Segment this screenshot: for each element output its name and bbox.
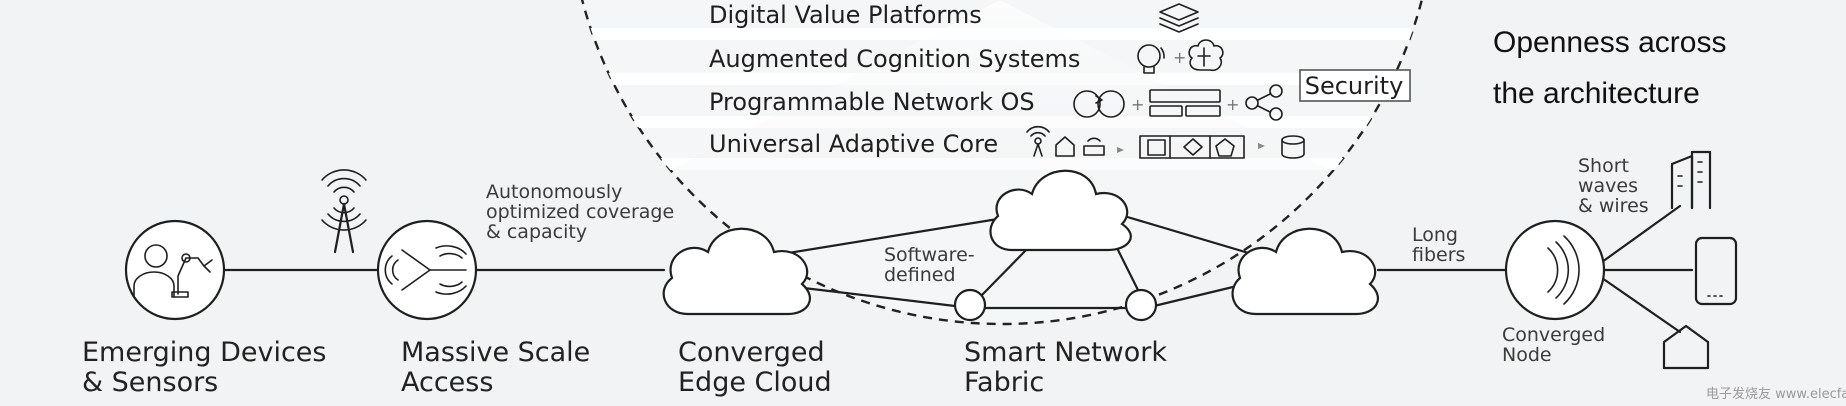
house-icon — [1662, 324, 1710, 370]
annotation-fibers-1: Long — [1412, 224, 1458, 246]
edge-cloud-icon — [662, 227, 811, 316]
stacked-layers-icon — [1159, 3, 1199, 33]
converged-node — [1504, 219, 1606, 321]
devices-label-line-2: & Sensors — [82, 367, 218, 398]
access-label-line-2: Access — [401, 367, 493, 398]
annotation-short-2: waves — [1578, 175, 1638, 197]
fabric-node-left — [953, 288, 987, 322]
openness-line-1: Openness across — [1493, 26, 1726, 59]
person-robot-arm-icon — [133, 244, 213, 298]
plus-sign: + — [1226, 95, 1239, 114]
annotation-autonomous-3: & capacity — [486, 221, 587, 243]
core-blocks-icon — [1139, 135, 1245, 159]
annotation-fibers-2: fibers — [1412, 244, 1465, 266]
beam-antenna-icon — [384, 245, 467, 295]
fabric-cloud-icon — [989, 169, 1132, 252]
annotation-short-1: Short — [1578, 155, 1629, 177]
edge-label-line-2: Edge Cloud — [678, 367, 832, 398]
layer-label-programmable-network-os: Programmable Network OS — [709, 88, 1035, 116]
loops-icon — [1073, 90, 1125, 118]
annotation-short-3: & wires — [1578, 195, 1649, 217]
security-label: Security — [1305, 72, 1404, 100]
openness-line-2: the architecture — [1493, 77, 1700, 110]
grid-blocks-icon — [1149, 89, 1221, 117]
layer-label-augmented-cognition: Augmented Cognition Systems — [709, 45, 1080, 73]
arrow-icon — [1117, 147, 1124, 153]
edge-label-line-1: Converged — [678, 337, 825, 368]
security-box: Security — [1299, 69, 1411, 102]
home-icon — [1055, 136, 1075, 157]
annotation-software-1: Software- — [884, 244, 975, 266]
plus-sign: + — [1173, 48, 1186, 67]
access-label-line-1: Massive Scale — [401, 337, 590, 368]
router-icon — [1083, 137, 1105, 156]
brain-icon — [1188, 39, 1224, 72]
waves-icon — [1547, 235, 1580, 305]
node-label-line-2: Node — [1502, 344, 1552, 366]
annotation-autonomous-1: Autonomously — [486, 181, 622, 203]
fabric-label-line-1: Smart Network — [964, 337, 1167, 368]
antenna-icon — [1026, 125, 1050, 157]
annotation-software-2: defined — [884, 264, 956, 286]
database-icon — [1281, 135, 1305, 159]
annotation-autonomous-2: optimized coverage — [486, 201, 674, 223]
phone-icon — [1694, 236, 1738, 306]
lightbulb-icon — [1137, 44, 1165, 74]
emerging-devices-node — [124, 219, 226, 321]
watermark: 电子发烧友 www.elecfans.com — [1706, 386, 1846, 402]
core-row-icons — [1026, 125, 1305, 159]
fabric-label-line-2: Fabric — [964, 367, 1044, 398]
layer-label-universal-adaptive-core: Universal Adaptive Core — [709, 130, 998, 158]
plus-sign: + — [1131, 95, 1144, 114]
tower-antenna-icon — [321, 169, 367, 254]
fabric-node-right — [1124, 288, 1158, 322]
arrow-icon — [1258, 143, 1265, 149]
node-label-line-1: Converged — [1502, 324, 1605, 346]
graph-nodes-icon — [1245, 84, 1283, 121]
massive-access-node — [376, 219, 478, 321]
buildings-icon — [1670, 150, 1712, 210]
layer-label-digital-value-platforms: Digital Value Platforms — [709, 1, 982, 29]
right-cloud-icon — [1231, 227, 1379, 316]
devices-label-line-1: Emerging Devices — [82, 337, 326, 368]
